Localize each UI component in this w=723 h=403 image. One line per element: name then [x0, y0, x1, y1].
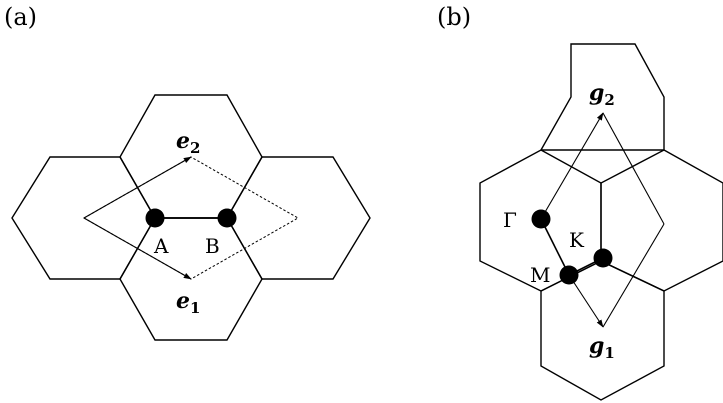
panel-b: (b) Γ K M g2 g1 [437, 3, 723, 401]
k-point [593, 248, 613, 268]
hexagon-top [539, 43, 665, 151]
path-gamma-m [540, 218, 570, 276]
atom-b [217, 208, 237, 228]
atom-a-label: A [153, 234, 169, 258]
vector-e1-label: e1 [176, 288, 200, 317]
gamma-point [531, 209, 551, 229]
vector-e2-label: e2 [176, 128, 200, 157]
atom-b-label: B [205, 234, 220, 258]
panel-b-label: (b) [437, 3, 471, 31]
panel-a: (a) A B e2 e1 [4, 3, 371, 341]
vector-g1-label: g1 [589, 333, 615, 362]
vector-e2-arrow [83, 156, 192, 219]
k-label: K [569, 228, 585, 252]
hexagon-bottom [540, 260, 665, 401]
gamma-label: Γ [503, 208, 517, 232]
m-label: M [530, 263, 550, 287]
hexagon-right [226, 156, 371, 280]
vector-g1-arrow [568, 274, 604, 328]
vector-e1-arrow [83, 217, 192, 280]
vector-g1-extension [602, 223, 665, 328]
m-point [559, 265, 579, 285]
atom-a [145, 208, 165, 228]
panel-a-label: (a) [4, 3, 37, 31]
vector-g2-arrow [540, 112, 604, 220]
reciprocal-lattice [479, 43, 723, 401]
vector-g2-extension [602, 112, 665, 225]
vector-g2-label: g2 [589, 80, 615, 109]
